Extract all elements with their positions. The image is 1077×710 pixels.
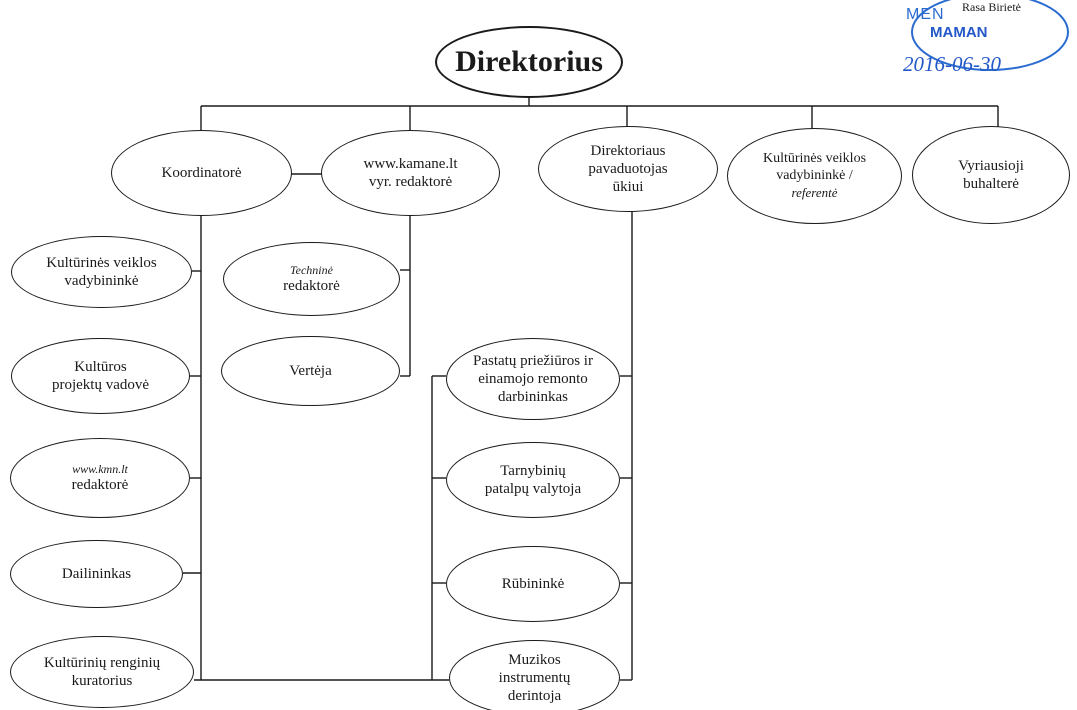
node-director-label: Direktorius <box>455 45 603 78</box>
node-koordinatore: Koordinatorė <box>111 130 292 216</box>
node-pastatu-line3: darbininkas <box>498 389 568 405</box>
node-muzikos-line1: Muzikos <box>508 652 561 668</box>
node-tarnybiniu-valytoja: Tarnybinių patalpų valytoja <box>446 442 620 518</box>
node-projektu-vadove: Kultūros projektų vadovė <box>11 338 190 414</box>
node-renginiu-line1: Kultūrinių renginių <box>43 655 161 671</box>
node-pavaduotojas-line1: Direktoriaus <box>590 143 666 159</box>
node-vadybininke-line2: vadybininkė / <box>776 168 853 184</box>
node-pavaduotojas-line3: ūkiui <box>612 179 644 195</box>
node-kulturines-line1: Kultūrinės veiklos <box>46 255 157 271</box>
stamp-date: 2016-06-30 <box>903 52 1001 76</box>
node-tarnybiniu-line1: Tarnybinių <box>500 463 566 479</box>
node-pastatu-line1: Pastatų priežiūros ir <box>473 353 593 369</box>
node-muzikos-line3: derintoja <box>507 688 562 704</box>
node-renginiu-line2: kuratorius <box>71 673 133 689</box>
node-kulturines-vadybininke: Kultūrinės veiklos vadybininkė <box>11 236 192 308</box>
node-pastatu-line2: einamojo remonto <box>478 371 588 387</box>
node-projektu-line2: projektų vadovė <box>51 377 150 393</box>
node-rubininke-label: Rūbininkė <box>501 576 565 592</box>
stamp-word: MEN <box>906 6 945 23</box>
node-pastatu-darbininkas: Pastatų priežiūros ir einamojo remonto d… <box>446 338 620 420</box>
node-director: Direktorius <box>435 26 623 98</box>
node-technine-line1: Techninė <box>290 262 333 277</box>
node-pavaduotojas-line2: pavaduotojas <box>588 161 668 177</box>
node-dailininkas: Dailininkas <box>10 540 183 608</box>
node-muzikos-line2: instrumentų <box>498 670 571 686</box>
node-kmn-line1: www.kmn.lt <box>72 461 128 476</box>
node-tarnybiniu-line2: patalpų valytoja <box>484 481 582 497</box>
stamp-name: Rasa Birietė <box>962 0 1021 14</box>
node-koordinatore-label: Koordinatorė <box>161 165 242 181</box>
node-buhaltere-line1: Vyriausioji <box>958 158 1024 174</box>
node-projektu-line1: Kultūros <box>74 359 127 375</box>
node-verteja-label: Vertėja <box>289 363 332 379</box>
stamp-signature: MAMAN <box>930 24 988 41</box>
node-muzikos-derintoja: Muzikos instrumentų derintoja <box>449 640 620 710</box>
node-vadybininke-line3: referentė <box>791 185 838 200</box>
node-rubininke: Rūbininkė <box>446 546 620 622</box>
node-buhaltere-line2: buhalterė <box>963 176 1019 192</box>
node-renginiu-kuratorius: Kultūrinių renginių kuratorius <box>10 636 194 708</box>
node-kamane-redaktore: www.kamane.lt vyr. redaktorė <box>321 130 500 216</box>
node-technine-redaktore: Techninė redaktorė <box>223 242 400 316</box>
node-verteja: Vertėja <box>221 336 400 406</box>
node-kmn-line2: redaktorė <box>71 477 129 494</box>
approval-stamp <box>911 0 1069 71</box>
node-buhaltere: Vyriausioji buhalterė <box>912 126 1070 224</box>
node-vadybininke-line1: Kultūrinės veiklos <box>762 151 867 167</box>
node-dailininkas-label: Dailininkas <box>61 566 132 582</box>
node-kamane-line1: www.kamane.lt <box>363 156 458 172</box>
node-vadybininke-referente: Kultūrinės veiklos vadybininkė / referen… <box>727 128 902 224</box>
node-technine-line2: redaktorė <box>283 278 340 295</box>
node-kulturines-line2: vadybininkė <box>64 273 139 289</box>
node-kmn-redaktore: www.kmn.lt redaktorė <box>10 438 190 518</box>
node-pavaduotojas: Direktoriaus pavaduotojas ūkiui <box>538 126 718 212</box>
node-kamane-line2: vyr. redaktorė <box>368 174 453 190</box>
